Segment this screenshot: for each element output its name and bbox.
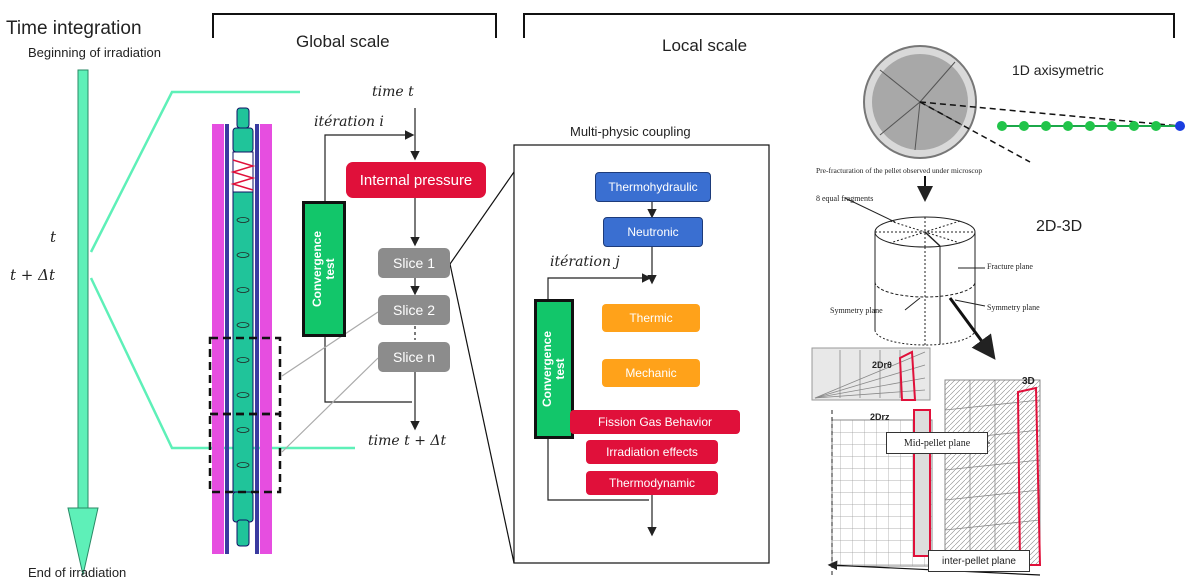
slice-n-box: Slice n (378, 342, 450, 372)
coupling-title: Multi-physic coupling (570, 124, 691, 139)
fuel-rod (208, 107, 282, 554)
fracture-plane-label: Fracture plane (987, 262, 1033, 271)
iteration-i-label: itération i (314, 114, 384, 130)
t-dt-label: t + Δt (10, 266, 55, 284)
thermic-box: Thermic (602, 304, 700, 332)
slice-1-box: Slice 1 (378, 248, 450, 278)
pellet-cylinder (844, 197, 986, 346)
label-2drtheta: 2Drθ (872, 360, 892, 370)
pellet-photo (863, 45, 1181, 163)
label-2d-3d: 2D-3D (1036, 218, 1083, 235)
irradiation-effects-box: Irradiation effects (586, 440, 718, 464)
inter-pellet-label: inter-pellet plane (928, 550, 1030, 572)
mesh-1d-points (997, 121, 1185, 131)
global-scale-bracket (212, 13, 497, 38)
iteration-j-label: itération j (550, 254, 620, 270)
mechanic-box: Mechanic (602, 359, 700, 387)
local-scale-heading: Local scale (662, 36, 748, 55)
thermodynamic-box: Thermodynamic (586, 471, 718, 495)
mesh-2d-rtheta (811, 347, 931, 401)
slice-2-box: Slice 2 (378, 295, 450, 325)
global-convergence-box: Convergence test (302, 201, 346, 337)
time-integration-title: Time integration (6, 18, 142, 39)
symmetry-plane-right-label: Symmetry plane (987, 303, 1040, 312)
local-scale-bracket (523, 13, 1175, 38)
fission-gas-box: Fission Gas Behavior (570, 410, 740, 434)
label-2drz: 2Drz (870, 412, 890, 422)
neutronic-box: Neutronic (603, 217, 703, 247)
global-convergence-label: Convergence test (310, 230, 337, 308)
global-scale-heading: Global scale (296, 32, 390, 51)
time-t-label: time t (372, 84, 414, 100)
thermohydraulic-box: Thermohydraulic (595, 172, 711, 202)
zoom-lines (89, 90, 355, 450)
t-label: t (50, 228, 57, 246)
end-label: End of irradiation (28, 565, 127, 580)
equal-fragments-label: 8 equal fragments (816, 194, 874, 203)
label-3d: 3D (1022, 376, 1035, 387)
local-convergence-label: Convergence test (540, 330, 567, 408)
local-convergence-box: Convergence test (534, 299, 574, 439)
time-t-dt-label: time t + Δt (368, 433, 447, 449)
internal-pressure-box: Internal pressure (346, 162, 486, 198)
mid-pellet-label: Mid-pellet plane (886, 432, 988, 454)
label-1d-axisymetric: 1D axisymetric (1012, 62, 1104, 78)
coupling-frame (513, 144, 770, 564)
beginning-label: Beginning of irradiation (28, 45, 161, 60)
mesh-3d (944, 379, 1042, 566)
time-arrow (67, 69, 99, 576)
pre-fracturation-caption: Pre-fracturation of the pellet observed … (816, 166, 983, 175)
symmetry-plane-left-label: Symmetry plane (830, 306, 883, 315)
